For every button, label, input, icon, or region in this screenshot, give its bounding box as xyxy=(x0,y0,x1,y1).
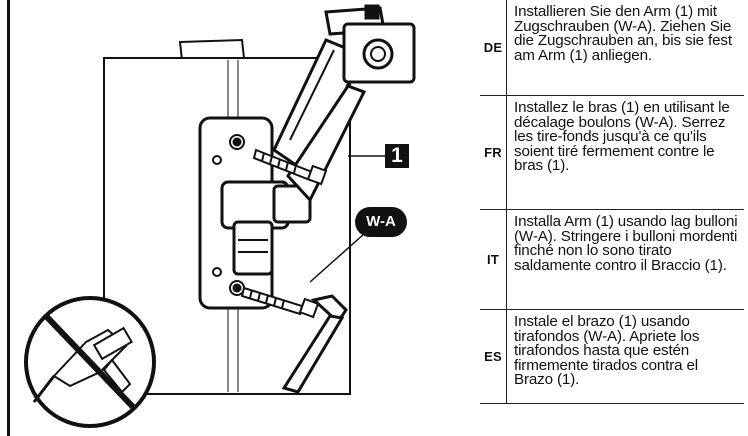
instruction-text: Installez le bras (1) en utilisant le dé… xyxy=(506,96,744,209)
instruction-row-fr: FR Installez le bras (1) en utilisant le… xyxy=(480,96,744,210)
page-left-rule xyxy=(7,0,10,436)
lag-bolt-upper xyxy=(252,148,328,186)
instruction-row-it: IT Installa Arm (1) usando lag bulloni (… xyxy=(480,210,744,310)
language-code: FR xyxy=(484,145,502,160)
instruction-row-de: DE Installieren Sie den Arm (1) mit Zugs… xyxy=(480,0,744,96)
fastener-label-wa: W-A xyxy=(355,207,407,237)
language-code: ES xyxy=(484,349,502,364)
instruction-row-es: ES Instale el brazo (1) usando tirafondo… xyxy=(480,310,744,404)
instruction-text: Instale el brazo (1) usando tirafondos (… xyxy=(506,310,744,403)
language-code: IT xyxy=(487,252,499,267)
language-code: DE xyxy=(483,40,503,55)
monitor-bracket xyxy=(324,4,416,84)
part-label-1: 1 xyxy=(385,144,409,168)
arm-pivot-block xyxy=(220,180,312,276)
instructions-table: DE Installieren Sie den Arm (1) mit Zugs… xyxy=(480,0,744,404)
no-power-drill-icon xyxy=(24,296,156,428)
instruction-text: Installa Arm (1) usando lag bulloni (W-A… xyxy=(506,210,744,309)
installation-illustration xyxy=(24,4,416,428)
instruction-text: Installieren Sie den Arm (1) mit Zugschr… xyxy=(506,0,744,95)
lag-bolt-lower xyxy=(240,286,320,319)
wrench xyxy=(281,294,348,394)
